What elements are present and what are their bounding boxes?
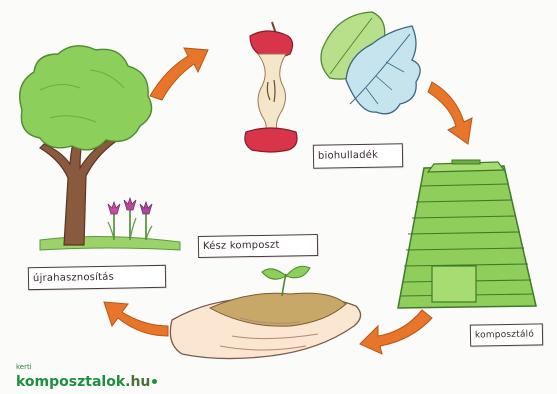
arrow-icon [150,48,208,100]
arrow-icon [104,302,168,336]
label-ready-compost: Kész komposzt [198,234,318,258]
tree-icon [20,46,180,250]
label-garden-waste: biohulladék [313,143,403,169]
arrow-icon [360,310,432,354]
logo-prefix: kerti [16,364,157,371]
hands-with-compost-icon [170,266,360,358]
label-composter: komposztáló [470,323,543,346]
leaves-icon [321,12,420,114]
logo-tld: .hu [125,374,150,390]
logo-dot-icon [152,379,157,384]
logo-main: komposztalok [16,374,125,390]
site-logo: kerti komposztalok.hu [16,364,157,390]
composter-icon [398,160,536,308]
tulips-icon [108,198,152,240]
apple-core-icon [245,22,297,152]
arrow-icon [428,82,472,144]
label-reuse: újrahasznosítás [28,265,166,290]
